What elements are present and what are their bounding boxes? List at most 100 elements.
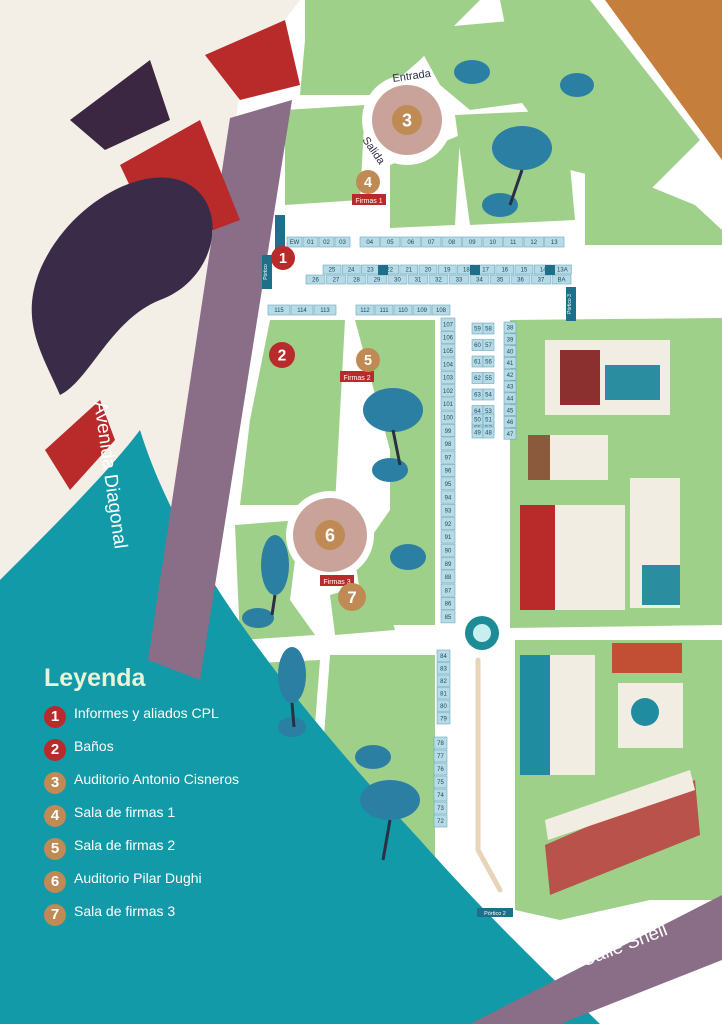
legend-item: 2 Baños [44, 738, 244, 761]
stand-number: 03 [339, 240, 346, 246]
stand-box [433, 762, 448, 776]
stand-box [482, 413, 495, 426]
stand-box [433, 775, 448, 789]
marker-4-circle[interactable] [356, 170, 380, 194]
legend-item: 4 Sala de firmas 1 [44, 804, 244, 827]
marker-5-circle[interactable] [356, 348, 380, 372]
stand-box [440, 437, 456, 451]
stand-number: 40 [507, 349, 514, 355]
stand-box [437, 264, 457, 275]
stand-box [433, 749, 448, 763]
marker-1-circle[interactable] [271, 246, 295, 270]
stand-number: 50 [474, 418, 481, 424]
stand-number: 22 [386, 268, 393, 274]
stand-number: 85 [445, 615, 452, 621]
stand-box [440, 610, 456, 624]
firmas-2-tag [340, 371, 374, 382]
stand-number: 103 [443, 376, 454, 382]
stand-box [418, 264, 438, 275]
marker-7-circle[interactable] [338, 583, 366, 611]
stand-number: 96 [445, 469, 452, 475]
stand-number: 12 [530, 240, 537, 246]
stand-box [503, 404, 517, 416]
stand-box [440, 503, 456, 517]
stand-number: 16 [501, 268, 508, 274]
stand-number: 106 [443, 336, 454, 342]
stand-box [440, 410, 456, 424]
stand-number: 64 [474, 409, 481, 415]
marker-3-circle[interactable] [392, 105, 422, 135]
kiosk [470, 265, 480, 275]
stand-number: 115 [274, 308, 284, 314]
stand-number: 90 [445, 548, 452, 554]
stand-number: 13A [557, 268, 568, 274]
stand-number: 36 [517, 278, 524, 284]
stand-number: 59 [474, 327, 481, 333]
firmas-1-tag [352, 194, 386, 205]
stand-box [503, 236, 524, 248]
stand-number: 55 [485, 376, 492, 382]
legend-item-number: 5 [44, 838, 66, 860]
marker-2-circle[interactable] [269, 342, 295, 368]
stand-box [482, 372, 495, 384]
stand-number: 27 [333, 278, 340, 284]
stand-box [436, 687, 451, 700]
stand-number: 33 [456, 278, 463, 284]
entrada-label: Entrada [392, 68, 433, 85]
stand-box [322, 264, 342, 275]
legend-list: 1 Informes y aliados CPL 2 Baños 3 Audit… [44, 705, 244, 926]
stand-number: 48 [485, 431, 492, 437]
stand-number: 19 [444, 268, 451, 274]
stand-box [302, 236, 319, 248]
stand-number: 31 [415, 278, 422, 284]
stand-number: 92 [445, 522, 452, 528]
kiosk [545, 265, 555, 275]
stand-number: 94 [445, 495, 452, 501]
stand-number: 113 [320, 308, 330, 314]
stand-number: 39 [507, 338, 514, 344]
stand-box [503, 380, 517, 393]
legend: Leyenda 1 Informes y aliados CPL 2 Baños… [44, 664, 244, 936]
stand-number: 34 [476, 278, 483, 284]
stand-number: BA [557, 278, 565, 284]
stand-number: 56 [485, 360, 492, 366]
stand-box [421, 236, 442, 248]
stand-number: 89 [445, 562, 452, 568]
stand-number: 02 [323, 240, 330, 246]
stand-number: 101 [443, 402, 454, 408]
stand-number: 105 [443, 349, 454, 355]
stand-number: 24 [348, 268, 355, 274]
stand-number: 97 [445, 455, 452, 461]
stand-number: 29 [374, 278, 381, 284]
stand-box [503, 392, 517, 405]
portico-2-label: Pórtico 2 [484, 911, 506, 917]
stand-number: 83 [440, 666, 447, 672]
stand-box [440, 543, 456, 557]
stand-box [346, 274, 367, 285]
firmas-3-tag [320, 575, 354, 586]
marker-6-circle[interactable] [315, 520, 345, 550]
walking-path [475, 657, 503, 893]
calle-shell-road [470, 895, 722, 1024]
stand-box [267, 304, 291, 316]
stand-number: EW [290, 240, 300, 246]
stand-number: 46 [507, 420, 514, 426]
brown-block [605, 0, 722, 160]
stand-box [514, 264, 534, 275]
stand-number: 15 [521, 268, 528, 274]
portico-2 [477, 908, 513, 917]
stand-number: 77 [437, 754, 444, 760]
stand-box [436, 699, 451, 712]
stand-box [531, 274, 551, 285]
portico-1 [262, 255, 272, 289]
legend-item-number: 7 [44, 904, 66, 926]
stand-box [440, 317, 456, 331]
stand-number: 53 [485, 409, 492, 415]
stand-number: 07 [428, 240, 435, 246]
stand-box [440, 490, 456, 504]
stand-box [503, 357, 517, 369]
stand-number: 58 [485, 327, 492, 333]
flying-books-illustration [31, 20, 300, 490]
stand-number: 13 [551, 240, 558, 246]
